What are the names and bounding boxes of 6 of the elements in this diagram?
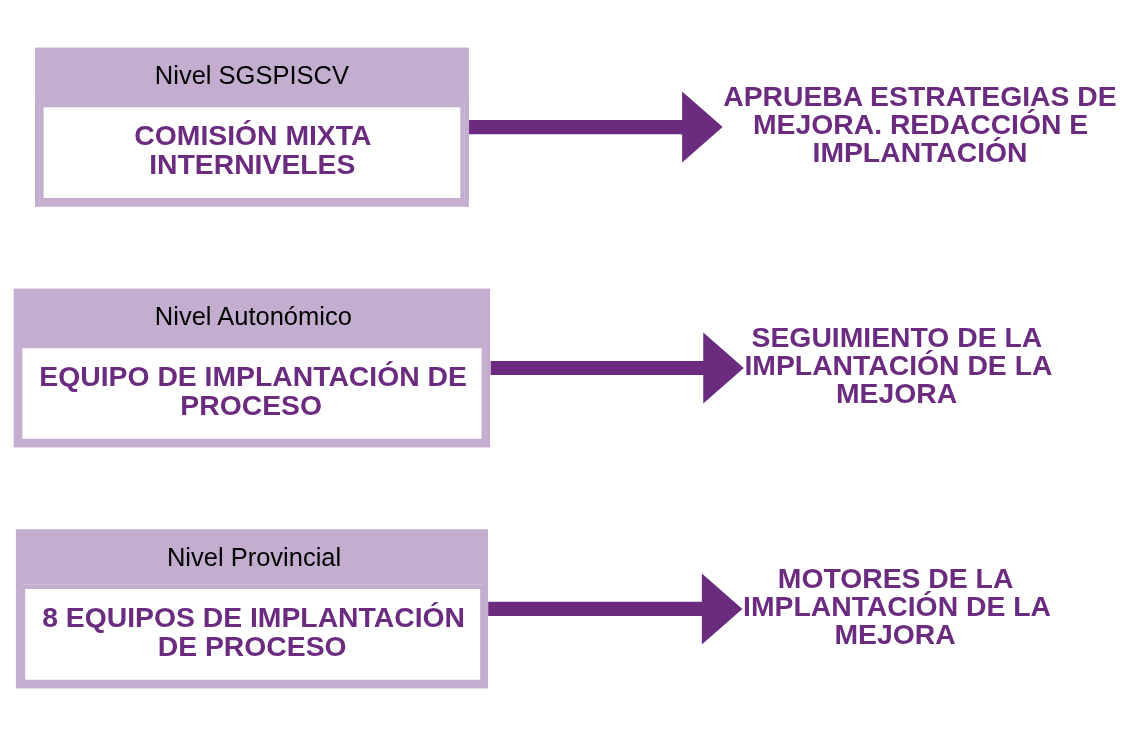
arrow	[469, 91, 723, 162]
node-text: APRUEBA ESTRATEGIAS DE MEJORA. REDACCIÓN E IMPLANTACIÓN	[723, 79, 1117, 168]
arrow	[488, 573, 743, 644]
arrow	[490, 332, 744, 403]
node-text: SEGUIMIENTO DE LA IMPLANTACIÓN DE LA MEJORA	[744, 320, 1053, 409]
node-text: MOTORES DE LA IMPLANTACIÓN DE LA MEJORA	[743, 561, 1051, 650]
